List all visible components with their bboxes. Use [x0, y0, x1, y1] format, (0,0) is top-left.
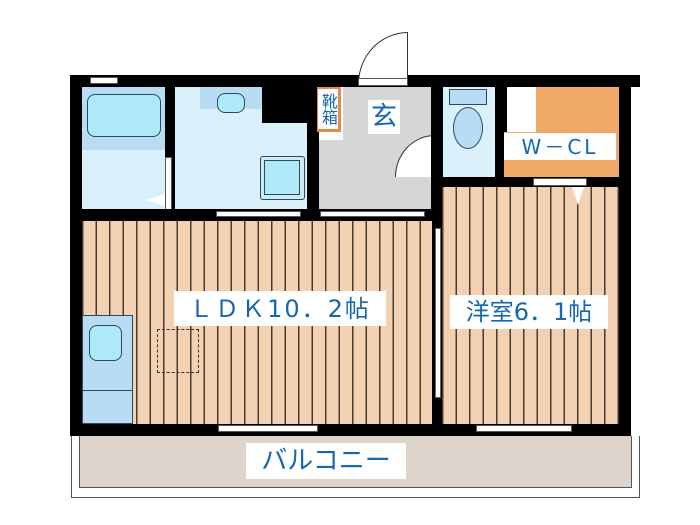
storage-hatch-icon [157, 329, 199, 373]
entrance-sliding-door[interactable] [320, 211, 425, 217]
outer-wall-left [70, 75, 82, 435]
washing-machine-icon [260, 156, 305, 200]
walk-in-closet-upper [536, 87, 619, 132]
front-door-threshold [358, 78, 408, 86]
closet-label: W－CL [504, 133, 616, 160]
bathroom-window[interactable] [90, 77, 118, 84]
kitchen-divider [82, 390, 133, 391]
washroom-corner-wall [262, 87, 307, 123]
ldk-window[interactable] [218, 425, 318, 432]
front-door[interactable] [358, 32, 408, 84]
western-room-window[interactable] [476, 425, 572, 432]
door-arrow-icon [147, 194, 165, 206]
shoe-box-label: 靴箱 [318, 89, 338, 129]
western-room-label: 洋室6．1帖 [450, 295, 608, 329]
outer-wall-right [619, 75, 631, 435]
balcony-label: バルコニー [246, 443, 406, 479]
western-room-sliding-door[interactable] [435, 228, 441, 398]
toilet-tank-icon [449, 89, 487, 105]
washing-machine-drum [264, 160, 300, 195]
wall-bath-wash [165, 87, 175, 212]
shoe-box: 靴箱 [317, 87, 341, 132]
wall-toilet-bottom [431, 177, 507, 189]
bathroom-door[interactable] [165, 157, 172, 212]
entrance-label: 玄 [368, 100, 400, 134]
washroom-sliding-door[interactable] [216, 211, 301, 217]
wall-wash-entrance [307, 87, 319, 212]
ldk-label: ＬＤＫ10．2帖 [174, 291, 386, 326]
kitchen-sink-icon [89, 325, 122, 361]
outer-wall-top [70, 75, 640, 87]
closet-door-arrow-icon [572, 187, 584, 205]
toilet-bowl-icon [453, 107, 483, 149]
washbasin-icon [217, 93, 245, 113]
closet-door[interactable] [533, 178, 587, 186]
bathtub-icon [87, 94, 161, 137]
